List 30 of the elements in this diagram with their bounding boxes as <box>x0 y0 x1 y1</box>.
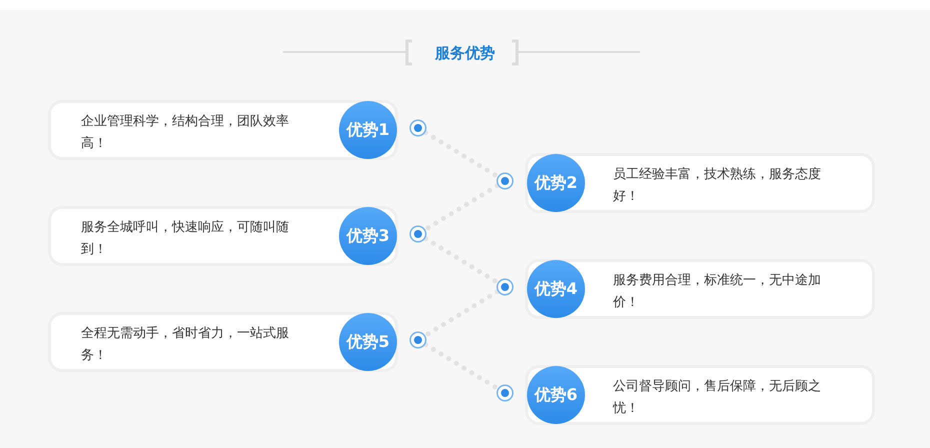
dotted-connector <box>423 236 500 285</box>
dot-marker <box>498 386 512 400</box>
number-badge: 优势1 <box>339 101 397 159</box>
description-text: 公司督导顾问，售后保障，无后顾之忧！ <box>613 378 822 418</box>
number-badge: 优势4 <box>527 260 585 318</box>
description-text: 全程无需动手，省时省力，一站式服务！ <box>81 325 290 365</box>
number-badge: 优势2 <box>527 154 585 212</box>
advantage-card <box>525 259 875 319</box>
description-text: 服务费用合理，标准统一，无中途加价！ <box>613 272 822 312</box>
number-badge: 优势5 <box>339 313 397 371</box>
description-text: 服务全城呼叫，快速响应，可随叫随到！ <box>81 219 290 259</box>
advantage-card <box>48 100 398 160</box>
advantage-card <box>525 153 875 213</box>
section-title: 服务优势 <box>435 43 495 64</box>
number-badge: 优势6 <box>527 366 585 424</box>
number-badge: 优势3 <box>339 207 397 265</box>
description-text: 企业管理科学，结构合理，团队效率高！ <box>81 113 290 153</box>
dot-marker <box>411 227 425 241</box>
dotted-connector <box>423 289 500 338</box>
advantage-card <box>48 312 398 372</box>
dot-marker <box>411 121 425 135</box>
advantage-card <box>525 365 875 425</box>
dot-marker <box>498 174 512 188</box>
dotted-connector <box>423 342 500 391</box>
dot-marker <box>498 280 512 294</box>
description-text: 员工经验丰富，技术熟练，服务态度好！ <box>613 166 822 206</box>
dotted-connector <box>423 183 500 232</box>
dot-marker <box>411 333 425 347</box>
dotted-connector <box>423 130 500 179</box>
advantage-card <box>48 206 398 266</box>
